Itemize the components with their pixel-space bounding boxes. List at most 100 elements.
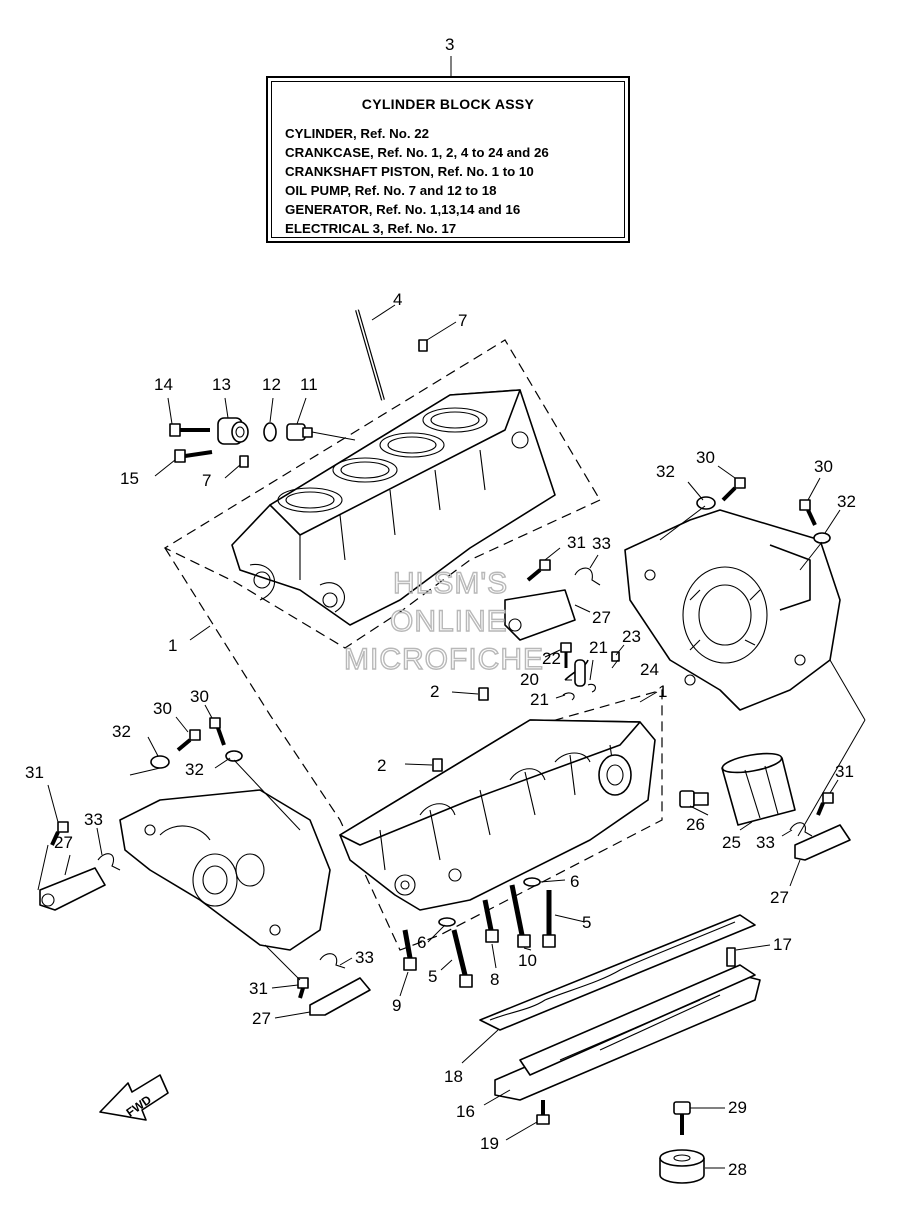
water-joint-13: [217, 417, 249, 445]
callout-20: 20: [520, 670, 539, 689]
callout-32: 32: [112, 722, 131, 741]
oil-filter-mount: [598, 754, 632, 796]
callout-2: 2: [430, 682, 439, 701]
bolt-19: [536, 1100, 550, 1125]
washer-32: [150, 755, 170, 769]
drain-bolt-29: [673, 1101, 691, 1135]
callout-7: 7: [202, 471, 211, 490]
callout-9: 9: [392, 996, 401, 1015]
cylinder-assy-outline: [163, 339, 601, 649]
dowel-pin-7: [418, 339, 428, 352]
bolt-8: [482, 899, 499, 943]
crankcase: [339, 719, 656, 911]
callout-31: 31: [25, 763, 44, 782]
crankcase-assy-outline: [164, 547, 663, 951]
engine-mount-27: [309, 977, 371, 1016]
clip-21: [587, 683, 597, 693]
gasket-18: [479, 914, 756, 1031]
plug-11: [286, 423, 313, 441]
washer-32: [813, 532, 831, 544]
callout-30: 30: [814, 457, 833, 476]
callout-32: 32: [837, 492, 856, 511]
engine-mount-27: [794, 824, 851, 861]
bolt-31: [816, 792, 834, 816]
callout-24: 24: [640, 660, 659, 679]
bolt-30: [209, 717, 226, 746]
watermark-line: ONLINE: [390, 605, 508, 638]
washer-6: [438, 917, 456, 927]
forward-direction-arrow: FWD: [99, 1074, 169, 1121]
clip-33: [97, 853, 121, 871]
dowel-pin-7: [239, 455, 249, 468]
callouts: 4 7 14 13 12 11 15 7 1 2 2 1 31 33 27 22…: [25, 290, 856, 1179]
callout-25: 25: [722, 833, 741, 852]
reference-line: CRANKCASE, Ref. No. 1, 2, 4 to 24 and 26: [285, 145, 549, 160]
bolt-30: [799, 499, 817, 526]
callout-10: 10: [518, 951, 537, 970]
callout-33: 33: [592, 534, 611, 553]
bolt-9: [402, 929, 417, 971]
assembly-reference-list: CYLINDER, Ref. No. 22 CRANKCASE, Ref. No…: [285, 124, 549, 238]
union-bolt-26: [679, 790, 709, 808]
damper-28: [659, 1149, 705, 1184]
callout-30: 30: [696, 448, 715, 467]
callout-18: 18: [444, 1067, 463, 1086]
reference-line: CYLINDER, Ref. No. 22: [285, 126, 430, 141]
generator-cover-right: [624, 509, 841, 711]
leader-lines: [37, 304, 866, 1169]
bolt-30: [721, 477, 746, 502]
callout-26: 26: [686, 815, 705, 834]
pipe-20: [564, 659, 589, 687]
dowel-pin-2: [478, 687, 489, 701]
callout-21: 21: [589, 638, 608, 657]
stud-bolt-4: [355, 309, 385, 401]
bolt-14: [169, 423, 210, 437]
engine-mount-27: [504, 589, 576, 641]
callout-11: 11: [300, 375, 318, 394]
callout-30: 30: [190, 687, 209, 706]
callout-31: 31: [567, 533, 586, 552]
callout-17: 17: [773, 935, 792, 954]
callout-1: 1: [658, 682, 667, 701]
callout-7: 7: [458, 311, 467, 330]
watermark-line: HLSM'S: [393, 567, 508, 600]
bolt-31: [526, 559, 551, 582]
callout-3: 3: [445, 35, 454, 54]
pin-23: [611, 651, 620, 662]
bolt-31: [50, 821, 69, 846]
callout-4: 4: [393, 290, 402, 309]
bolt-31: [297, 977, 309, 999]
oil-filter-25: [721, 752, 796, 826]
callout-32: 32: [656, 462, 675, 481]
callout-22: 22: [542, 649, 561, 668]
bolt-22: [560, 642, 572, 668]
assembly-info-box: CYLINDER BLOCK ASSY CYLINDER, Ref. No. 2…: [266, 76, 630, 243]
callout-2: 2: [377, 756, 386, 775]
washer-6: [523, 877, 541, 887]
callout-33: 33: [756, 833, 775, 852]
callout-5: 5: [428, 967, 437, 986]
callout-31: 31: [835, 762, 854, 781]
pipe-17: [726, 947, 736, 967]
callout-32: 32: [185, 760, 204, 779]
bolt-10: [509, 884, 531, 948]
callout-27: 27: [54, 833, 73, 852]
callout-19: 19: [480, 1134, 499, 1153]
callout-6: 6: [570, 872, 579, 891]
bolt-15: [174, 449, 213, 463]
clip-21: [562, 692, 575, 701]
bolt-5: [451, 929, 473, 988]
reference-line: OIL PUMP, Ref. No. 7 and 12 to 18: [285, 183, 497, 198]
oil-pan-16: [494, 964, 761, 1101]
watermark-line: MICROFICHE: [344, 643, 544, 676]
callout-33: 33: [355, 948, 374, 967]
clip-33: [789, 822, 813, 837]
reference-line: GENERATOR, Ref. No. 1,13,14 and 16: [285, 202, 521, 217]
bolt-30: [176, 729, 201, 752]
assembly-title: CYLINDER BLOCK ASSY: [361, 96, 535, 112]
callout-14: 14: [154, 375, 173, 394]
o-ring-12: [263, 422, 277, 442]
callout-29: 29: [728, 1098, 747, 1117]
